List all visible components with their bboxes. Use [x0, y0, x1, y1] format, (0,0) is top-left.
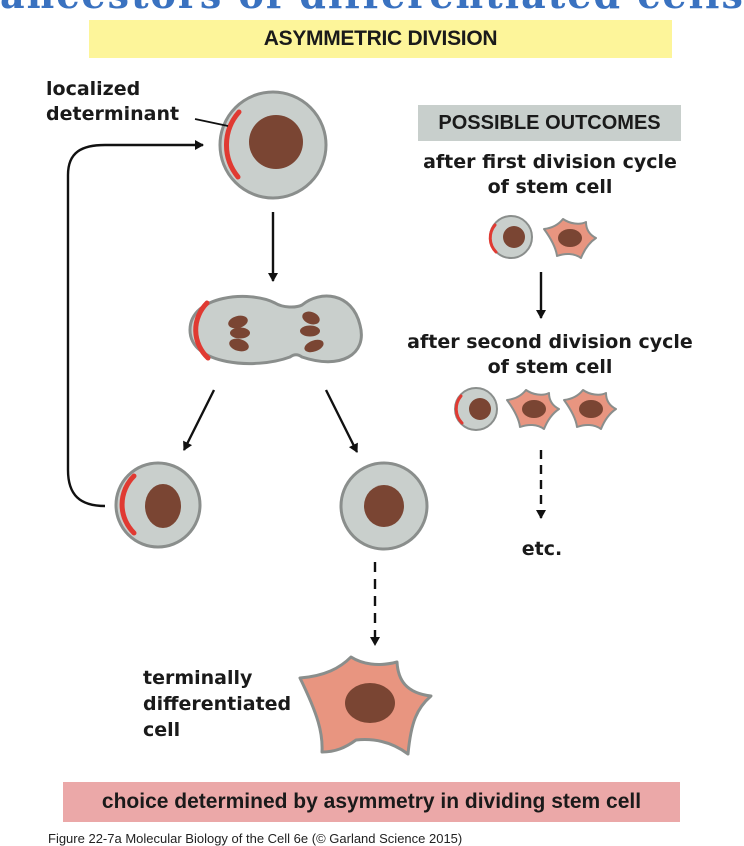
- first-cycle-label-line2: of stem cell: [487, 176, 613, 198]
- first-cycle-label-line1: after first division cycle: [423, 151, 677, 173]
- outcome1-differentiated-cell: [543, 218, 597, 259]
- terminal-label-line3: cell: [143, 719, 181, 741]
- localized-determinant: [193, 300, 211, 361]
- localized-determinant: [488, 223, 498, 254]
- determinant-label-line1: localized: [46, 78, 141, 100]
- nucleus: [345, 683, 395, 723]
- determinant-label-line2: determinant: [46, 103, 180, 125]
- determinant-pointer-line: [194, 118, 229, 127]
- chromosomes-right: [300, 311, 324, 353]
- nucleus: [249, 115, 303, 169]
- nucleus: [364, 485, 404, 527]
- second-cycle-label-line1: after second division cycle: [407, 331, 693, 353]
- figure-caption: Figure 22-7a Molecular Biology of the Ce…: [48, 831, 463, 846]
- etc-label: etc.: [521, 538, 563, 560]
- second-cycle-label-line2: of stem cell: [487, 356, 613, 378]
- asymmetric-division-banner: ASYMMETRIC DIVISION: [89, 20, 672, 58]
- nucleus: [145, 484, 181, 528]
- localized-determinant: [454, 394, 464, 425]
- arrow-to-daughter-committed: [324, 389, 359, 453]
- nucleus: [469, 398, 491, 420]
- outcome2-differentiated-cell-b: [563, 389, 617, 430]
- localized-determinant: [224, 109, 242, 180]
- outcome2-stem-cell: [454, 387, 498, 431]
- terminal-label-line1: terminally: [143, 667, 253, 689]
- nucleus: [579, 400, 603, 418]
- nucleus: [522, 400, 546, 418]
- terminal-label-line2: differentiated: [143, 693, 292, 715]
- chromosomes-left: [228, 315, 250, 352]
- nucleus: [503, 226, 525, 248]
- self-renewal-loop-arrow: [66, 140, 204, 508]
- conclusion-banner: choice determined by asymmetry in dividi…: [63, 782, 680, 822]
- possible-outcomes-heading: POSSIBLE OUTCOMES: [418, 105, 681, 141]
- stem-cell-top: [218, 90, 328, 200]
- clipped-page-title: ancestors of differentiated cells: [0, 0, 744, 17]
- daughter-committed-cell: [339, 461, 429, 551]
- dividing-stem-cell: [188, 294, 363, 366]
- arrow-to-daughter-stem: [182, 389, 216, 451]
- localized-determinant: [119, 473, 137, 536]
- outcome1-stem-cell: [488, 215, 533, 259]
- nucleus: [558, 229, 582, 247]
- daughter-stem-cell: [114, 461, 202, 549]
- terminally-differentiated-cell: [298, 655, 433, 756]
- outcome2-differentiated-cell-a: [506, 389, 560, 430]
